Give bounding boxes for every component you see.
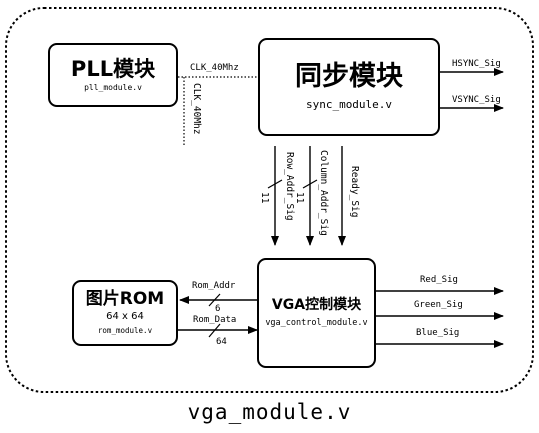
clk-horizontal-label: CLK_40Mhz bbox=[190, 63, 239, 73]
pll-module-title: PLL模块 bbox=[70, 56, 156, 81]
rom-data-label: Rom_Data bbox=[193, 315, 237, 325]
row-addr-label: Row_Addr_Sig bbox=[284, 152, 295, 221]
hsync-label: HSYNC_Sig bbox=[452, 59, 501, 69]
vsync-label: VSYNC_Sig bbox=[452, 95, 501, 105]
green-label: Green_Sig bbox=[414, 300, 463, 310]
top-module-filename: vga_module.v bbox=[187, 400, 352, 424]
ready-label: Ready_Sig bbox=[349, 166, 360, 218]
row-addr-width: 11 bbox=[259, 192, 270, 204]
pll-module-file: pll_module.v bbox=[84, 83, 142, 93]
red-label: Red_Sig bbox=[420, 275, 458, 285]
sync-module-file: sync_module.v bbox=[305, 97, 393, 111]
column-addr-label: Column_Addr_Sig bbox=[318, 150, 329, 236]
module-boundary bbox=[5, 7, 534, 393]
rom-addr-bus-tick bbox=[208, 293, 221, 307]
rom-module-box: 图片ROM 64 x 64 rom_module.v bbox=[72, 280, 178, 346]
rom-data-bus-tick bbox=[208, 323, 221, 338]
column-addr-bus-tick bbox=[302, 179, 318, 189]
rom-data-width: 64 bbox=[216, 337, 227, 347]
vga-control-module-title: VGA控制模块 bbox=[271, 296, 362, 313]
column-addr-width: 11 bbox=[294, 192, 305, 204]
vga-control-module-file: vga_control_module.v bbox=[265, 318, 368, 329]
rom-module-size: 64 x 64 bbox=[106, 310, 144, 322]
rom-addr-width: 6 bbox=[215, 304, 221, 314]
sync-module-title: 同步模块 bbox=[295, 61, 403, 93]
sync-module-box: 同步模块 sync_module.v bbox=[258, 38, 440, 136]
rom-module-file: rom_module.v bbox=[97, 325, 153, 335]
pll-module-box: PLL模块 pll_module.v bbox=[48, 43, 178, 107]
vga-control-module-box: VGA控制模块 vga_control_module.v bbox=[257, 258, 376, 368]
clk-vertical-label: CLK_40Mhz bbox=[191, 83, 202, 135]
rom-addr-label: Rom_Addr bbox=[192, 281, 236, 291]
rom-module-title: 图片ROM bbox=[85, 289, 165, 310]
blue-label: Blue_Sig bbox=[416, 328, 460, 338]
row-addr-bus-tick bbox=[267, 179, 283, 189]
